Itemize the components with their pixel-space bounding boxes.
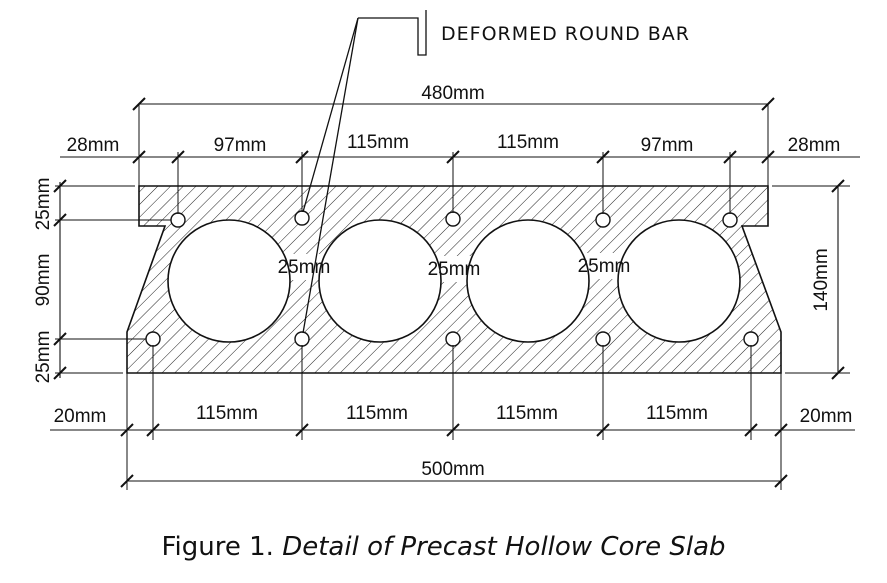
rebar-bottom-1 [145,331,161,347]
dim-bottom-right-edge: 20mm [800,406,853,427]
dim-top-span-4: 97mm [641,135,694,156]
caption-title: Detail of Precast Hollow Core Slab [282,532,726,562]
rebar-top-5 [722,212,738,228]
dim-top-span-1: 97mm [214,135,267,156]
callout-leader [302,10,427,334]
dim-web-2: 25mm [428,259,481,280]
dimension-ticks [53,97,845,488]
rebar-top-2 [294,210,310,226]
dim-web-1: 25mm [278,257,331,278]
rebar-bottom-5 [743,331,759,347]
dim-bottom-overall: 500mm [421,459,484,480]
dim-top-left-edge: 28mm [67,135,120,156]
dim-top-span-2: 115mm [347,132,409,153]
dimension-labels: 480mm 28mm 97mm 115mm 115mm 97mm 28mm 20… [33,83,852,480]
dim-bottom-span-2: 115mm [346,403,408,424]
hollow-core-1 [167,219,291,343]
dim-bottom-span-4: 115mm [646,403,708,424]
hollow-core-2 [318,219,442,343]
rebar-bottom-2 [294,331,310,347]
hollow-core-3 [466,219,590,343]
caption-prefix: Figure 1. [161,532,283,562]
dim-left-top: 25mm [33,178,54,231]
rebar-top-1 [170,212,186,228]
rebar-top-4 [595,212,611,228]
rebar-top-3 [445,211,461,227]
callout-label: DEFORMED ROUND BAR [441,23,690,45]
figure-caption: Figure 1. Detail of Precast Hollow Core … [0,532,887,562]
dim-web-3: 25mm [578,256,631,277]
rebar-bottom-4 [595,331,611,347]
dim-bottom-left-edge: 20mm [54,406,107,427]
hollow-core-4 [617,219,741,343]
dim-top-overall: 480mm [421,83,484,104]
rebar-bottom-3 [445,331,461,347]
dim-top-span-3: 115mm [497,132,559,153]
dim-bottom-span-1: 115mm [196,403,258,424]
dim-right-height: 140mm [811,248,832,311]
dim-bottom-span-3: 115mm [496,403,558,424]
dim-left-middle: 90mm [33,254,54,307]
dim-top-right-edge: 28mm [788,135,841,156]
dim-left-bottom: 25mm [33,331,54,384]
